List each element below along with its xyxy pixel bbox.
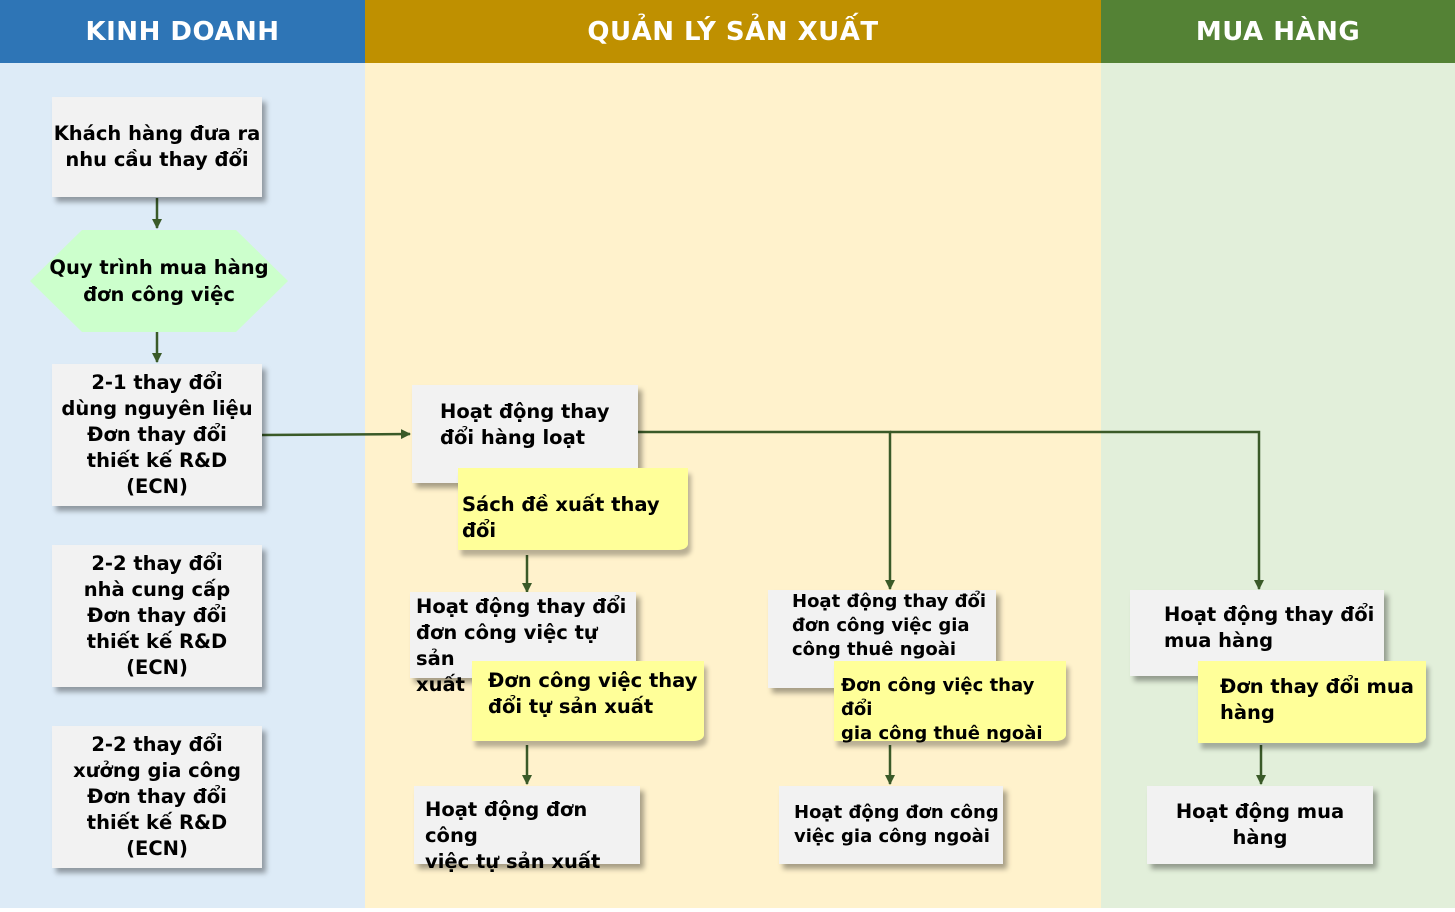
- change-workshop-box: 2-2 thay đổi xưởng gia công Đơn thay đổi…: [52, 726, 262, 868]
- batch-change-label: Hoạt động thay đổi hàng loạt: [440, 400, 610, 449]
- arrow-material-to-batch: [261, 429, 411, 440]
- customer-request-box: Khách hàng đưa ra nhu cầu thay đổi: [52, 97, 262, 197]
- lane-header-purchasing: MUA HÀNG: [1101, 0, 1455, 63]
- lane-header-production: QUẢN LÝ SẢN XUẤT: [365, 0, 1101, 63]
- proposal-note-label: Sách đề xuất thay đổi: [462, 493, 660, 542]
- inhouse-activity-label: Hoạt động đơn công việc tự sản xuất: [425, 798, 601, 873]
- outsourced-note-label: Đơn công việc thay đổi gia công thuê ngo…: [841, 675, 1043, 744]
- change-material-box: 2-1 thay đổi dùng nguyên liệu Đơn thay đ…: [52, 364, 262, 506]
- purchase-note: Đơn thay đổi mua hàng: [1198, 661, 1426, 743]
- customer-request-label: Khách hàng đưa ra nhu cầu thay đổi: [53, 122, 261, 171]
- purchase-activity-label: Hoạt động mua hàng: [1175, 800, 1345, 849]
- inhouse-note: Đơn công việc thay đổi tự sản xuất: [472, 661, 704, 741]
- outsourced-activity-box: Hoạt động đơn công việc gia công ngoài: [779, 786, 1003, 864]
- change-supplier-box: 2-2 thay đổi nhà cung cấp Đơn thay đổi t…: [52, 545, 262, 687]
- batch-change-box: Hoạt động thay đổi hàng loạt: [412, 385, 638, 483]
- change-material-label: 2-1 thay đổi dùng nguyên liệu Đơn thay đ…: [61, 371, 253, 498]
- lane-purchasing: [1101, 63, 1455, 908]
- outsourced-note: Đơn công việc thay đổi gia công thuê ngo…: [834, 661, 1066, 744]
- purchase-note-label: Đơn thay đổi mua hàng: [1220, 675, 1414, 724]
- proposal-note: Sách đề xuất thay đổi: [458, 468, 688, 550]
- purchase-process-hexagon: Quy trình mua hàng đơn công việc: [30, 230, 288, 332]
- change-supplier-label: 2-2 thay đổi nhà cung cấp Đơn thay đổi t…: [83, 552, 231, 679]
- purchase-activity-box: Hoạt động mua hàng: [1147, 786, 1373, 864]
- arrow-batch-to-purchase: [890, 430, 1264, 590]
- purchase-process-label: Quy trình mua hàng đơn công việc: [49, 256, 269, 306]
- inhouse-change-label: Hoạt động thay đổi đơn công việc tự sản …: [416, 595, 627, 696]
- inhouse-note-label: Đơn công việc thay đổi tự sản xuất: [488, 669, 698, 718]
- lane-header-sales: KINH DOANH: [0, 0, 365, 63]
- outsourced-change-label: Hoạt động thay đổi đơn công việc gia côn…: [792, 591, 987, 660]
- outsourced-activity-label: Hoạt động đơn công việc gia công ngoài: [794, 802, 999, 847]
- change-workshop-label: 2-2 thay đổi xưởng gia công Đơn thay đổi…: [73, 733, 241, 860]
- hexagon-shape: [30, 230, 288, 332]
- inhouse-activity-box: Hoạt động đơn công việc tự sản xuất: [414, 786, 640, 873]
- purchase-change-label: Hoạt động thay đổi mua hàng: [1164, 603, 1375, 652]
